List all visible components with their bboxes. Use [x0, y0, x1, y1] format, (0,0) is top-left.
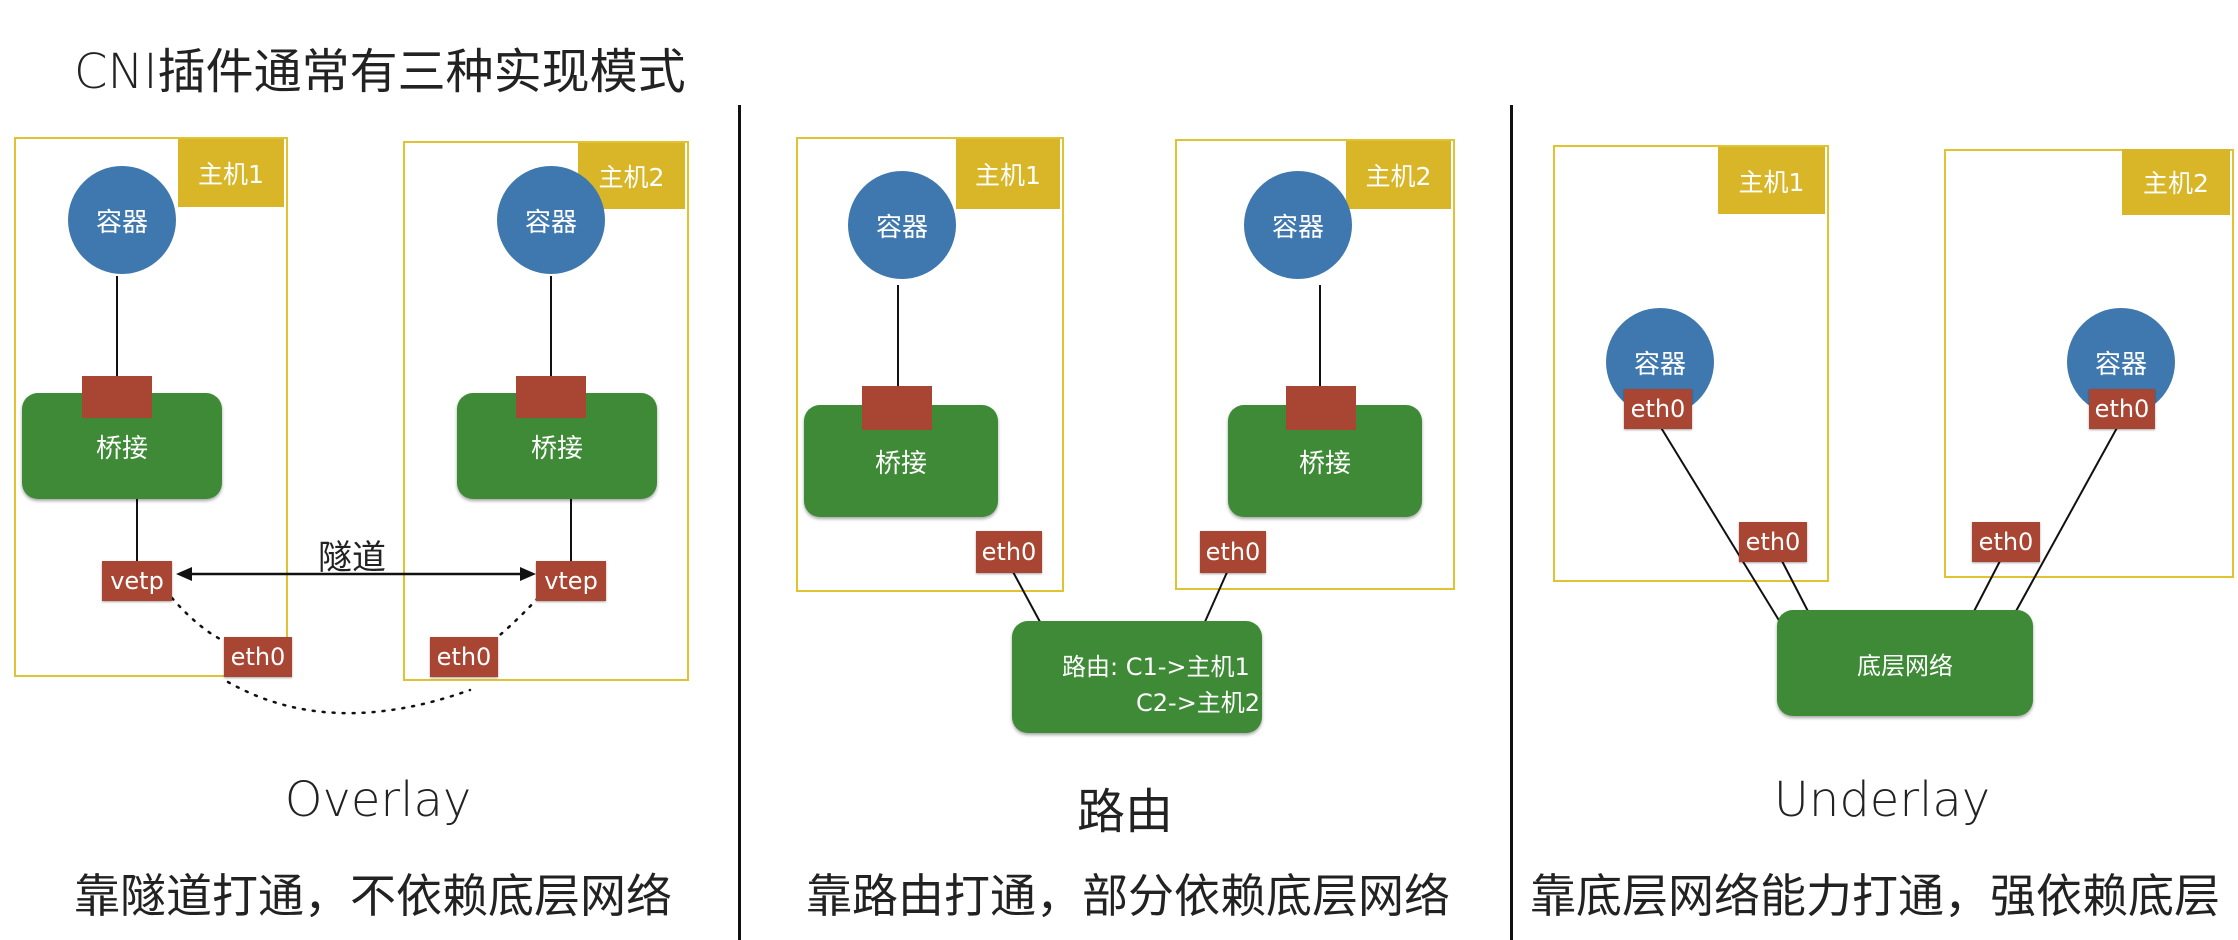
overlay-mode-desc: 靠隧道打通，不依赖底层网络	[74, 869, 672, 923]
underlay-eth0-host2: eth0	[1972, 522, 2040, 562]
routing-container2: 容器	[1244, 171, 1352, 279]
routing-container1: 容器	[848, 171, 956, 279]
routing-rule-1: 路由: C1->主机1	[1062, 653, 1250, 681]
overlay-host2-tag: 主机2	[578, 143, 685, 209]
overlay-tunnel-label: 隧道	[318, 538, 386, 578]
page-title: CNI插件通常有三种实现模式	[74, 44, 686, 100]
underlay-host1-tag: 主机1	[1718, 147, 1825, 214]
overlay-host1-tag: 主机1	[178, 139, 284, 207]
overlay-bridge2-port	[516, 376, 586, 418]
routing-host1-tag: 主机1	[956, 139, 1060, 209]
overlay-container1: 容器	[68, 166, 176, 274]
underlay-mode-name: Underlay	[1773, 772, 1991, 828]
routing-host2-tag: 主机2	[1346, 141, 1451, 209]
routing-mode-name: 路由	[1076, 784, 1173, 840]
routing-router: 路由: C1->主机1 C2->主机2	[1012, 621, 1262, 733]
underlay-container2-eth0: eth0	[2089, 389, 2155, 429]
divider-right	[1510, 105, 1513, 940]
overlay-vtep-port: vtep	[536, 561, 606, 601]
underlay-eth0-host1: eth0	[1739, 522, 1807, 562]
overlay-container2: 容器	[497, 166, 605, 274]
routing-mode-desc: 靠路由打通，部分依赖底层网络	[806, 869, 1450, 923]
divider-left	[738, 105, 741, 940]
overlay-eth0-host1: eth0	[224, 637, 292, 677]
underlay-container1-eth0: eth0	[1624, 389, 1692, 429]
overlay-vetp-port: vetp	[102, 561, 172, 601]
overlay-eth0-host2: eth0	[430, 637, 498, 677]
routing-bridge1-port	[862, 386, 932, 430]
underlay-wires	[1659, 425, 2119, 623]
underlay-network: 底层网络	[1777, 610, 2033, 716]
routing-rule-2: C2->主机2	[1136, 689, 1261, 717]
underlay-host2-tag: 主机2	[2122, 149, 2230, 215]
overlay-bridge1-port	[82, 376, 152, 418]
routing-bridge2-port	[1286, 386, 1356, 430]
routing-eth0-host2: eth0	[1200, 531, 1266, 573]
overlay-wires	[116, 276, 572, 715]
overlay-mode-name: Overlay	[284, 772, 472, 828]
underlay-mode-desc: 靠底层网络能力打通，强依赖底层	[1530, 869, 2220, 923]
routing-eth0-host1: eth0	[976, 531, 1042, 573]
